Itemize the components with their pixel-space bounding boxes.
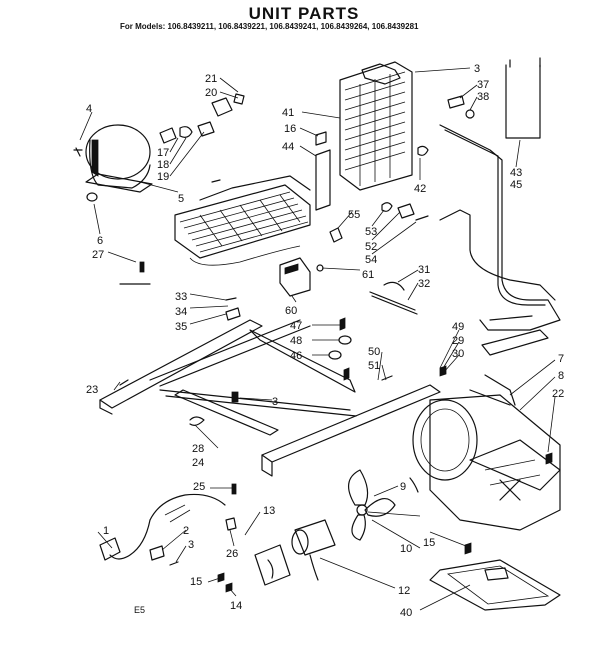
defrost-heater <box>369 281 418 315</box>
callout-12: 12 <box>398 585 410 597</box>
callout-10: 10 <box>400 543 412 555</box>
callout-22: 22 <box>552 388 564 400</box>
callout-3-top: 3 <box>474 63 480 75</box>
callout-27: 27 <box>92 249 104 261</box>
callout-52: 52 <box>365 241 377 253</box>
callout-1: 1 <box>103 525 109 537</box>
drain-pan <box>429 559 561 611</box>
callout-23: 23 <box>86 384 98 396</box>
callout-33: 33 <box>175 291 187 303</box>
callout-30: 30 <box>452 348 464 360</box>
callout-17: 17 <box>157 147 169 159</box>
callout-26: 26 <box>226 548 238 560</box>
callout-7: 7 <box>558 353 564 365</box>
callout-34: 34 <box>175 306 187 318</box>
callout-28: 28 <box>192 443 204 455</box>
callout-49: 49 <box>452 321 464 333</box>
callout-32: 32 <box>418 278 430 290</box>
callout-6: 6 <box>97 235 103 247</box>
tube-bracket <box>481 315 549 356</box>
callout-18: 18 <box>157 159 169 171</box>
callout-35: 35 <box>175 321 187 333</box>
fan-shroud <box>412 374 561 531</box>
callout-14: 14 <box>230 600 242 612</box>
callout-24: 24 <box>192 457 204 469</box>
callout-9: 9 <box>400 481 406 493</box>
callout-19: 19 <box>157 171 169 183</box>
callout-3-low: 3 <box>188 539 194 551</box>
callout-47: 47 <box>290 320 302 332</box>
footer-code: E5 <box>134 605 145 615</box>
power-cord <box>99 493 226 561</box>
callout-42: 42 <box>414 183 426 195</box>
callout-15-left: 15 <box>190 576 202 588</box>
evaporator-fasteners <box>447 95 475 119</box>
callout-48: 48 <box>290 335 302 347</box>
callout-numbers: 21 20 4 17 18 19 5 6 27 41 16 44 42 3 37… <box>86 63 564 619</box>
callout-53: 53 <box>365 226 377 238</box>
callout-50: 50 <box>368 346 380 358</box>
callout-61: 61 <box>362 269 374 281</box>
callout-60: 60 <box>285 305 297 317</box>
diagram-title: UNIT PARTS <box>248 4 360 23</box>
callout-37: 37 <box>477 79 489 91</box>
base-rail <box>261 384 441 477</box>
callout-21: 21 <box>205 73 217 85</box>
callout-55: 55 <box>348 209 360 221</box>
evaporator <box>315 61 429 211</box>
callout-16: 16 <box>284 123 296 135</box>
callout-5: 5 <box>178 193 184 205</box>
callout-40: 40 <box>400 607 412 619</box>
compressor <box>73 124 153 202</box>
callout-15-right: 15 <box>423 537 435 549</box>
tubing <box>439 57 561 331</box>
models-line: For Models: 106.8439211, 106.8439221, 10… <box>120 22 419 31</box>
callout-38: 38 <box>477 91 489 103</box>
fan-and-motor <box>254 469 396 586</box>
relay-overload-parts <box>159 93 245 144</box>
callout-20: 20 <box>205 87 217 99</box>
callout-2: 2 <box>183 525 189 537</box>
callout-44: 44 <box>282 141 294 153</box>
small-hardware <box>149 483 472 593</box>
callout-43: 43 <box>510 167 522 179</box>
callout-8: 8 <box>558 370 564 382</box>
callout-54: 54 <box>365 254 377 266</box>
callout-3-mid: 3 <box>272 396 278 408</box>
callout-41: 41 <box>282 107 294 119</box>
callout-4: 4 <box>86 103 92 115</box>
base-frame <box>99 319 357 436</box>
callout-31: 31 <box>418 264 430 276</box>
callout-25: 25 <box>193 481 205 493</box>
condenser-coil <box>174 175 311 266</box>
leader-lines <box>79 67 556 611</box>
callout-46: 46 <box>290 350 302 362</box>
callout-29: 29 <box>452 335 464 347</box>
defrost-timer <box>279 202 429 297</box>
callout-45: 45 <box>510 179 522 191</box>
callout-13: 13 <box>263 505 275 517</box>
callout-51: 51 <box>368 360 380 372</box>
